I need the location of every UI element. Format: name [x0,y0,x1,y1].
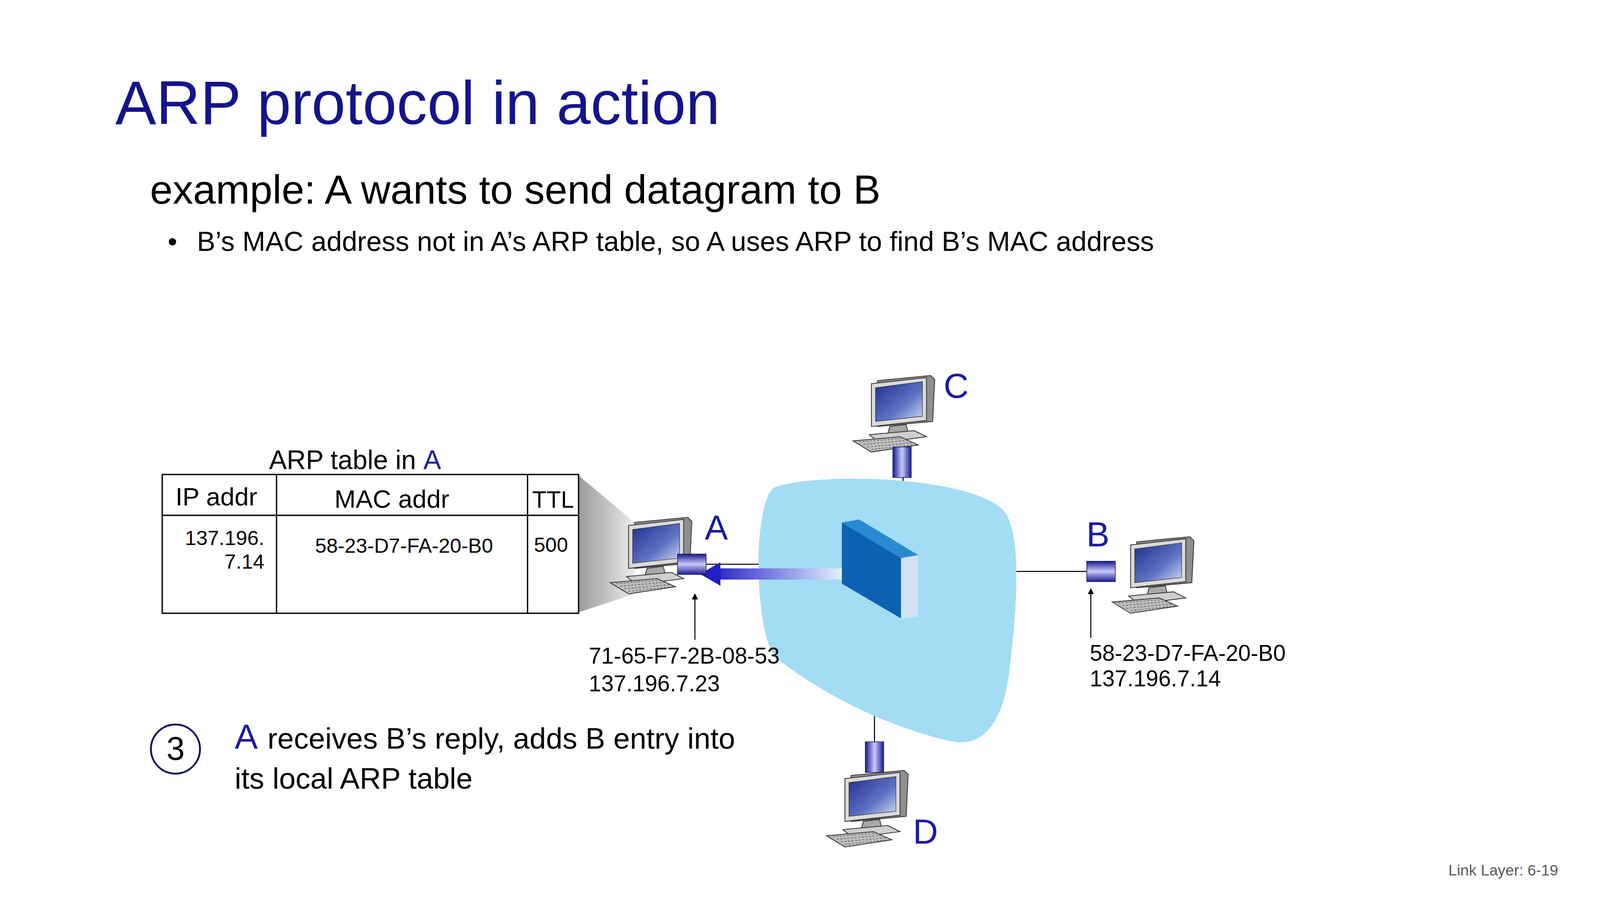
table-header: IP addr [175,482,258,512]
table-rule [162,514,579,516]
table-header: TTL [532,486,575,514]
callout-number: 3 [166,732,185,766]
host-computer [826,770,909,847]
table-rule [275,474,278,614]
slide-title: ARP protocol in action [115,67,720,139]
wire [1016,570,1089,572]
network-adapters [677,446,1116,773]
switch-side [900,555,919,619]
reply-arrow-shaft [714,568,842,580]
adapter [892,446,911,478]
host-label: B [1086,514,1110,555]
callout-host: A [234,717,258,757]
bullet-dot [168,238,176,246]
table-rule [526,474,529,614]
table-cell: 137.196. 7.14 [160,526,265,574]
callout-circle: 3 [150,723,201,775]
wires [704,477,1089,744]
adapter [677,554,707,575]
bullet-text: B’s MAC address not in A’s ARP table, so… [196,225,1155,258]
network-cloud [758,478,1017,743]
mac-address: 58-23-D7-FA-20-B0 [1090,640,1286,666]
switch [841,519,919,619]
table-cell: 500 [534,533,569,557]
ip-address: 137.196.7.23 [588,670,720,697]
host-label: C [943,365,969,406]
subtitle: example: A wants to send datagram to B [150,166,881,214]
slide-footer: Link Layer: 6-19 [1448,861,1559,880]
table-header: MAC addr [334,484,450,514]
adapter [1086,561,1116,582]
ip-address: 137.196.7.14 [1090,665,1221,692]
switch-front [841,522,901,619]
host-label: A [704,507,728,548]
table-caption-host: A [423,445,442,475]
table-caption: ARP table in [269,445,416,475]
leader-arrow [694,594,696,640]
callout-block: Areceives B’s reply, adds B entry into i… [234,714,760,799]
host-label: D [913,811,939,852]
callout-text: receives B’s reply, adds B entry into it… [234,722,735,795]
leader-arrow [1090,588,1092,638]
wire [704,563,764,565]
adapter [865,741,884,773]
host-computer [853,375,935,452]
host-computer [1112,536,1195,614]
table-caption-line: ARP table inA [269,443,442,478]
mac-address: 71-65-F7-2B-08-53 [588,643,780,670]
table-cell: 58-23-D7-FA-20-B0 [315,534,494,558]
